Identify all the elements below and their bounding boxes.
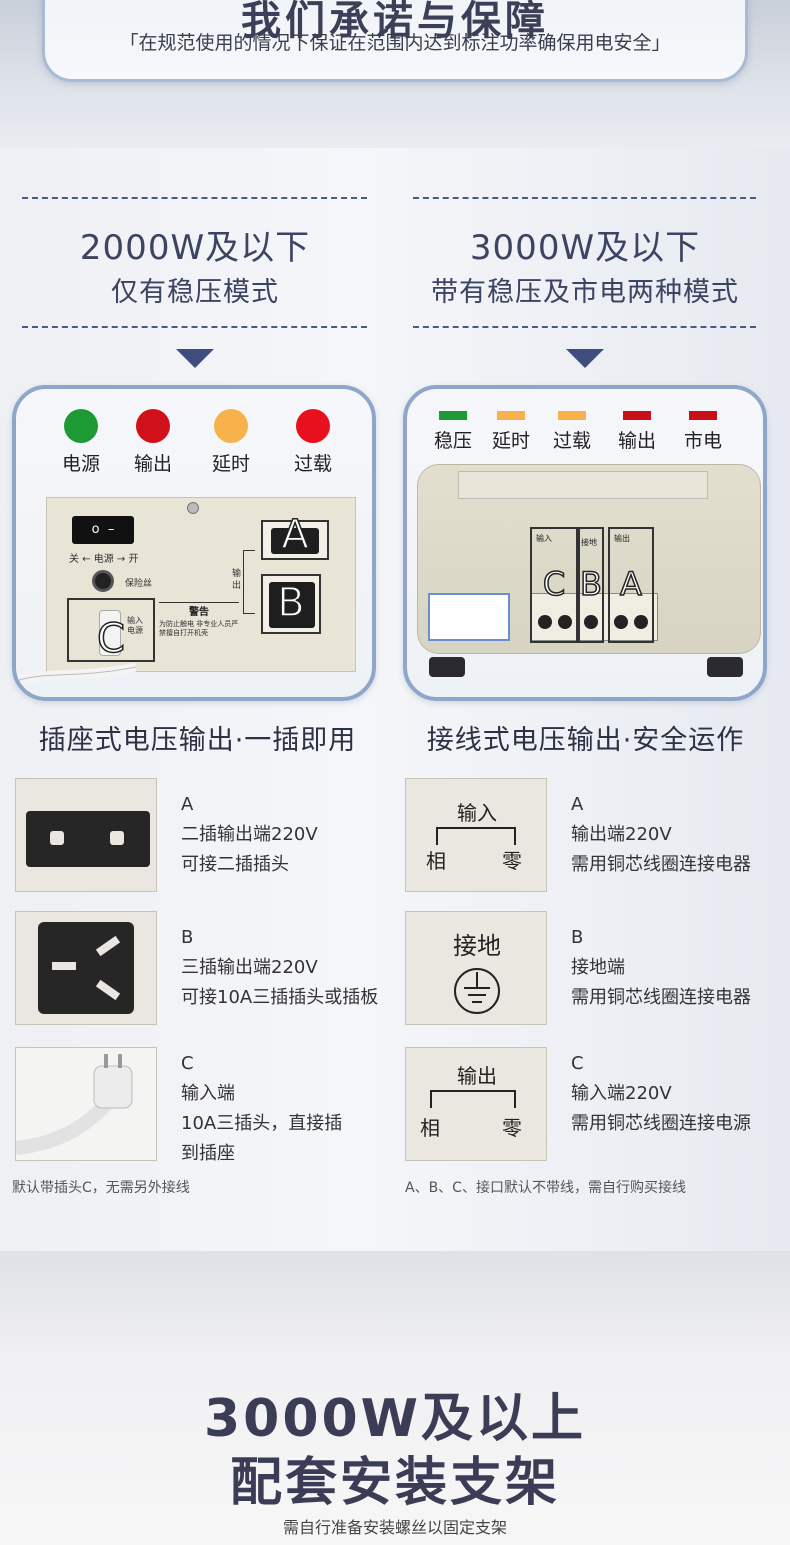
indicator-mains: 市电 — [681, 411, 725, 453]
right-item-a: A 输出端220V 需用铜芯线圈连接电器 — [571, 794, 751, 875]
orange-lamp-icon — [497, 411, 525, 420]
fuse-label: 保险丝 — [125, 579, 153, 589]
bracket-title-line1: 3000W及以上 — [203, 1389, 587, 1449]
red-lamp-icon — [623, 411, 651, 420]
divider — [413, 197, 756, 199]
green-lamp-icon — [439, 411, 467, 420]
regulator-front-drawing: 输入 接地 输出 C B A — [417, 464, 761, 654]
left-note: 默认带插头C，无需另外接线 — [12, 1180, 190, 1196]
red-lamp-icon — [136, 409, 170, 443]
orange-lamp-icon — [558, 411, 586, 420]
bracket-icon — [436, 827, 516, 845]
three-pin-socket-thumb — [15, 911, 157, 1025]
switch-label: 关 ← 电源 → 开 — [69, 554, 139, 565]
right-device-panel: 稳压 延时 过载 输出 市电 输入 接地 输出 C B A — [403, 385, 767, 701]
three-pin-socket — [261, 574, 321, 634]
device-foot — [707, 657, 743, 677]
two-pin-socket — [261, 520, 329, 560]
plug-thumb — [15, 1047, 157, 1161]
page-title: 我们承诺与保障 — [241, 0, 549, 44]
right-subtitle: 带有稳压及市电两种模式 — [431, 277, 739, 308]
right-title: 3000W及以下 — [469, 228, 701, 268]
left-item-b: B 三插输出端220V 可接10A三插插头或插板 — [181, 927, 379, 1008]
power-switch-icon: o – — [72, 516, 134, 544]
divider — [22, 197, 367, 199]
indicator-overload: 过载 — [288, 409, 338, 476]
right-item-c: C 输入端220V 需用铜芯线圈连接电源 — [571, 1053, 751, 1134]
letter-a: A — [619, 564, 642, 604]
letter-b: B — [579, 564, 602, 604]
indicator-output: 输出 — [615, 411, 659, 453]
bracket-section — [0, 1251, 790, 1545]
left-caption: 插座式电压输出·一插即用 — [38, 725, 357, 756]
output-label: 输出 — [232, 569, 242, 591]
letter-b: B — [277, 579, 306, 627]
input-label: 输入电源 — [127, 616, 143, 635]
left-item-c: C 输入端 10A三插头，直接插 到插座 — [181, 1053, 343, 1164]
indicator-regulated: 稳压 — [431, 411, 475, 453]
left-device-panel: 电源 输出 延时 过载 o – 关 ← 电源 → 开 保险丝 输出 A B — [12, 385, 376, 701]
right-item-b: B 接地端 需用铜芯线圈连接电器 — [571, 927, 751, 1008]
left-item-a: A 二插输出端220V 可接二插插头 — [181, 794, 318, 875]
power-cable-icon — [16, 662, 136, 686]
plug-icon — [15, 1054, 133, 1155]
bracket-subtitle: 需自行准备安装螺丝以固定支架 — [282, 1518, 507, 1537]
three-pin-socket-icon — [38, 922, 134, 1014]
two-pin-socket-icon — [26, 811, 150, 867]
down-arrow-icon — [176, 349, 214, 368]
screw-icon — [187, 502, 199, 514]
left-subtitle: 仅有稳压模式 — [111, 277, 279, 308]
right-note: A、B、C、接口默认不带线，需自行购买接线 — [405, 1180, 686, 1196]
ground-icon — [454, 968, 500, 1014]
page-subtitle: 「在规范使用的情况下保证在范围内达到标注功率确保用电安全」 — [119, 32, 671, 54]
top-banner: 我们承诺与保障 「在规范使用的情况下保证在范围内达到标注功率确保用电安全」 — [0, 0, 790, 148]
indicator-overload: 过载 — [550, 411, 594, 453]
indicator-power: 电源 — [56, 409, 106, 476]
letter-c: C — [542, 564, 566, 604]
indicator-delay: 延时 — [206, 409, 256, 476]
orange-lamp-icon — [214, 409, 248, 443]
divider — [22, 326, 367, 328]
green-lamp-icon — [64, 409, 98, 443]
fuse-icon — [92, 570, 114, 592]
regulator-rear-drawing: o – 关 ← 电源 → 开 保险丝 输出 A B C 输入电源 警告 为防止触… — [46, 497, 356, 672]
ground-terminal-thumb: 接地 — [405, 911, 547, 1025]
device-foot — [429, 657, 465, 677]
indicator-output: 输出 — [128, 409, 178, 476]
letter-a: A — [281, 511, 310, 559]
instruction-sticker — [428, 593, 510, 641]
letter-c: C — [96, 615, 125, 663]
red-lamp-icon — [296, 409, 330, 443]
input-plug-box — [67, 598, 155, 662]
left-title: 2000W及以下 — [79, 228, 311, 268]
output-terminal-thumb: 输出 相 零 — [405, 1047, 547, 1161]
down-arrow-icon — [566, 349, 604, 368]
right-caption: 接线式电压输出·安全运作 — [426, 725, 745, 756]
two-pin-socket-thumb — [15, 778, 157, 892]
bracket-title-line2: 配套安装支架 — [229, 1453, 560, 1513]
bracket-icon — [430, 1090, 516, 1108]
warning-label: 警告 为防止触电 非专业人员严禁擅自打开机壳 — [159, 602, 239, 648]
top-bubble — [42, 0, 748, 82]
divider — [413, 326, 756, 328]
indicator-delay: 延时 — [489, 411, 533, 453]
red-lamp-icon — [689, 411, 717, 420]
input-terminal-thumb: 输入 相 零 — [405, 778, 547, 892]
